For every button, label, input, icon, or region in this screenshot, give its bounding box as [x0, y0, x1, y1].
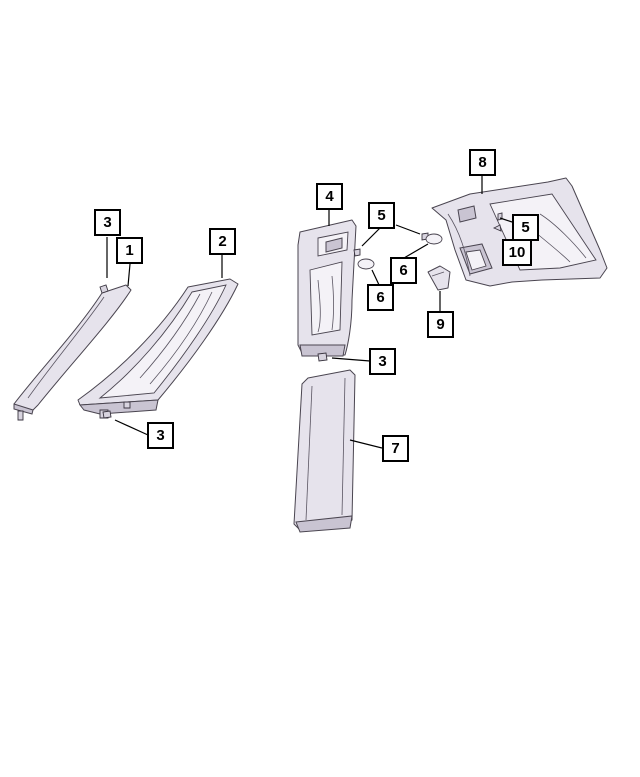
leader-lines [106, 176, 513, 449]
callout-7: 7 [382, 435, 409, 462]
clip-part-3-middle [317, 352, 328, 362]
callout-label: 6 [376, 289, 384, 306]
callout-6-right: 6 [390, 257, 417, 284]
callout-label: 2 [218, 233, 226, 250]
part-2-a-pillar-trim [77, 278, 239, 419]
clip-part-3-upper-left [99, 284, 109, 294]
callout-5-right: 5 [512, 214, 539, 241]
callout-2: 2 [209, 228, 236, 255]
callout-label: 10 [509, 244, 526, 261]
callout-label: 3 [378, 353, 386, 370]
part-1-a-pillar-trim [13, 284, 132, 421]
callout-3-lower-left: 3 [147, 422, 174, 449]
callout-label: 5 [521, 219, 529, 236]
callout-8: 8 [469, 149, 496, 176]
callout-3-upper-left: 3 [94, 209, 121, 236]
callout-1: 1 [116, 237, 143, 264]
callout-9: 9 [427, 311, 454, 338]
callout-label: 9 [436, 316, 444, 333]
callout-3-middle: 3 [369, 348, 396, 375]
callout-5-upper: 5 [368, 202, 395, 229]
callout-10: 10 [502, 239, 532, 266]
cap-part-6-left [357, 258, 375, 270]
callout-label: 3 [103, 214, 111, 231]
callout-6-left: 6 [367, 284, 394, 311]
fastener-part-5-upper [353, 232, 429, 257]
part-9-cover [427, 265, 451, 291]
callout-label: 8 [478, 154, 486, 171]
cap-part-6-right [425, 233, 443, 245]
part-7-b-pillar-lower-trim [293, 369, 356, 533]
callout-label: 4 [325, 188, 334, 205]
clip-part-3-lower-left [102, 410, 112, 419]
callout-label: 1 [125, 242, 133, 259]
callout-label: 7 [391, 440, 399, 457]
callout-label: 3 [156, 427, 164, 444]
part-4-b-pillar-upper-trim [297, 219, 357, 357]
callout-label: 5 [377, 207, 385, 224]
callout-4: 4 [316, 183, 343, 210]
callout-label: 6 [399, 262, 407, 279]
